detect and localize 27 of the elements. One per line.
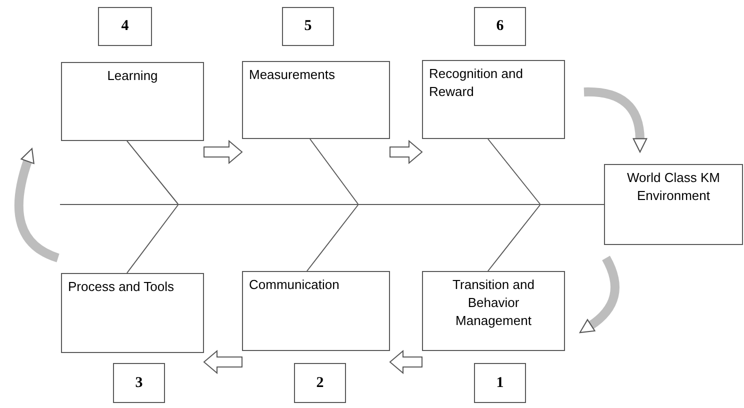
category-box: Communication	[242, 271, 390, 351]
block-arrow	[389, 350, 422, 374]
spine-line	[60, 204, 604, 205]
fishbone-bone	[488, 204, 540, 272]
fishbone-bone	[310, 138, 358, 204]
number-box: 5	[282, 7, 334, 46]
category-box: Measurements	[242, 61, 390, 139]
category-box: Recognition and Reward	[422, 60, 565, 139]
number-box: 2	[294, 363, 346, 403]
curved-arrow	[580, 256, 620, 334]
block-arrow	[203, 350, 242, 374]
category-box: Transition and Behavior Management	[422, 271, 565, 351]
fishbone-bone	[306, 204, 358, 272]
fishbone-bone	[488, 138, 540, 204]
fishbone-bone	[126, 140, 178, 204]
category-box: Learning	[61, 62, 204, 141]
category-box: Process and Tools	[61, 273, 204, 353]
curved-arrow	[14, 148, 60, 262]
block-arrow	[390, 140, 423, 164]
number-box: 3	[113, 363, 165, 403]
number-box: 1	[474, 363, 526, 403]
number-box: 4	[98, 7, 152, 46]
number-box: 6	[474, 7, 526, 46]
block-arrow	[204, 140, 243, 164]
curved-arrow	[584, 88, 648, 153]
category-box: World Class KM Environment	[604, 164, 743, 245]
fishbone-bone	[126, 204, 178, 274]
